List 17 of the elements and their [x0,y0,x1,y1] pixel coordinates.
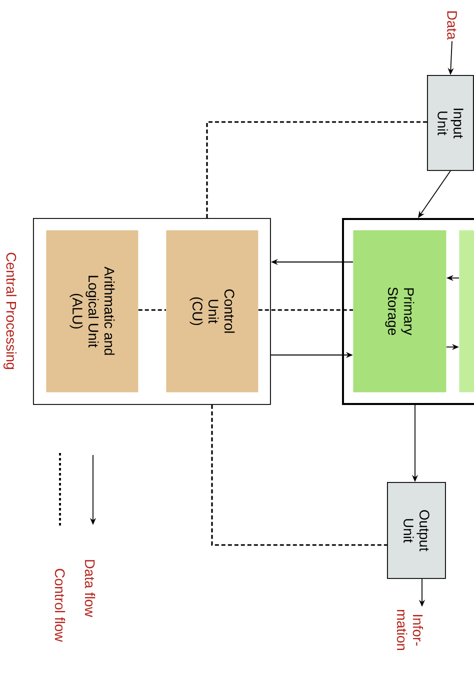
output-label: Infor- mation [396,610,424,650]
control-unit-box: Control Unit (CU) [166,230,258,392]
storage-box [459,230,474,392]
arrow [418,170,451,218]
control-flow-line [206,121,427,218]
alu-box: Arithmatic and Logical Unit (ALU) [46,230,138,392]
control-flow-line [258,309,353,311]
legend-label: Data flow [84,560,96,618]
output-unit-box: Output Unit [387,482,446,579]
input-label: Data [447,11,457,40]
primary-storage-box: Primary Storage [353,230,446,392]
input-unit-box: Input Unit [427,75,474,171]
node-label: Central Processing [4,252,16,369]
control-flow-line [211,404,387,546]
control-flow-line [138,309,166,311]
storage-box [342,218,474,405]
legend-label: Control flow [54,568,66,642]
